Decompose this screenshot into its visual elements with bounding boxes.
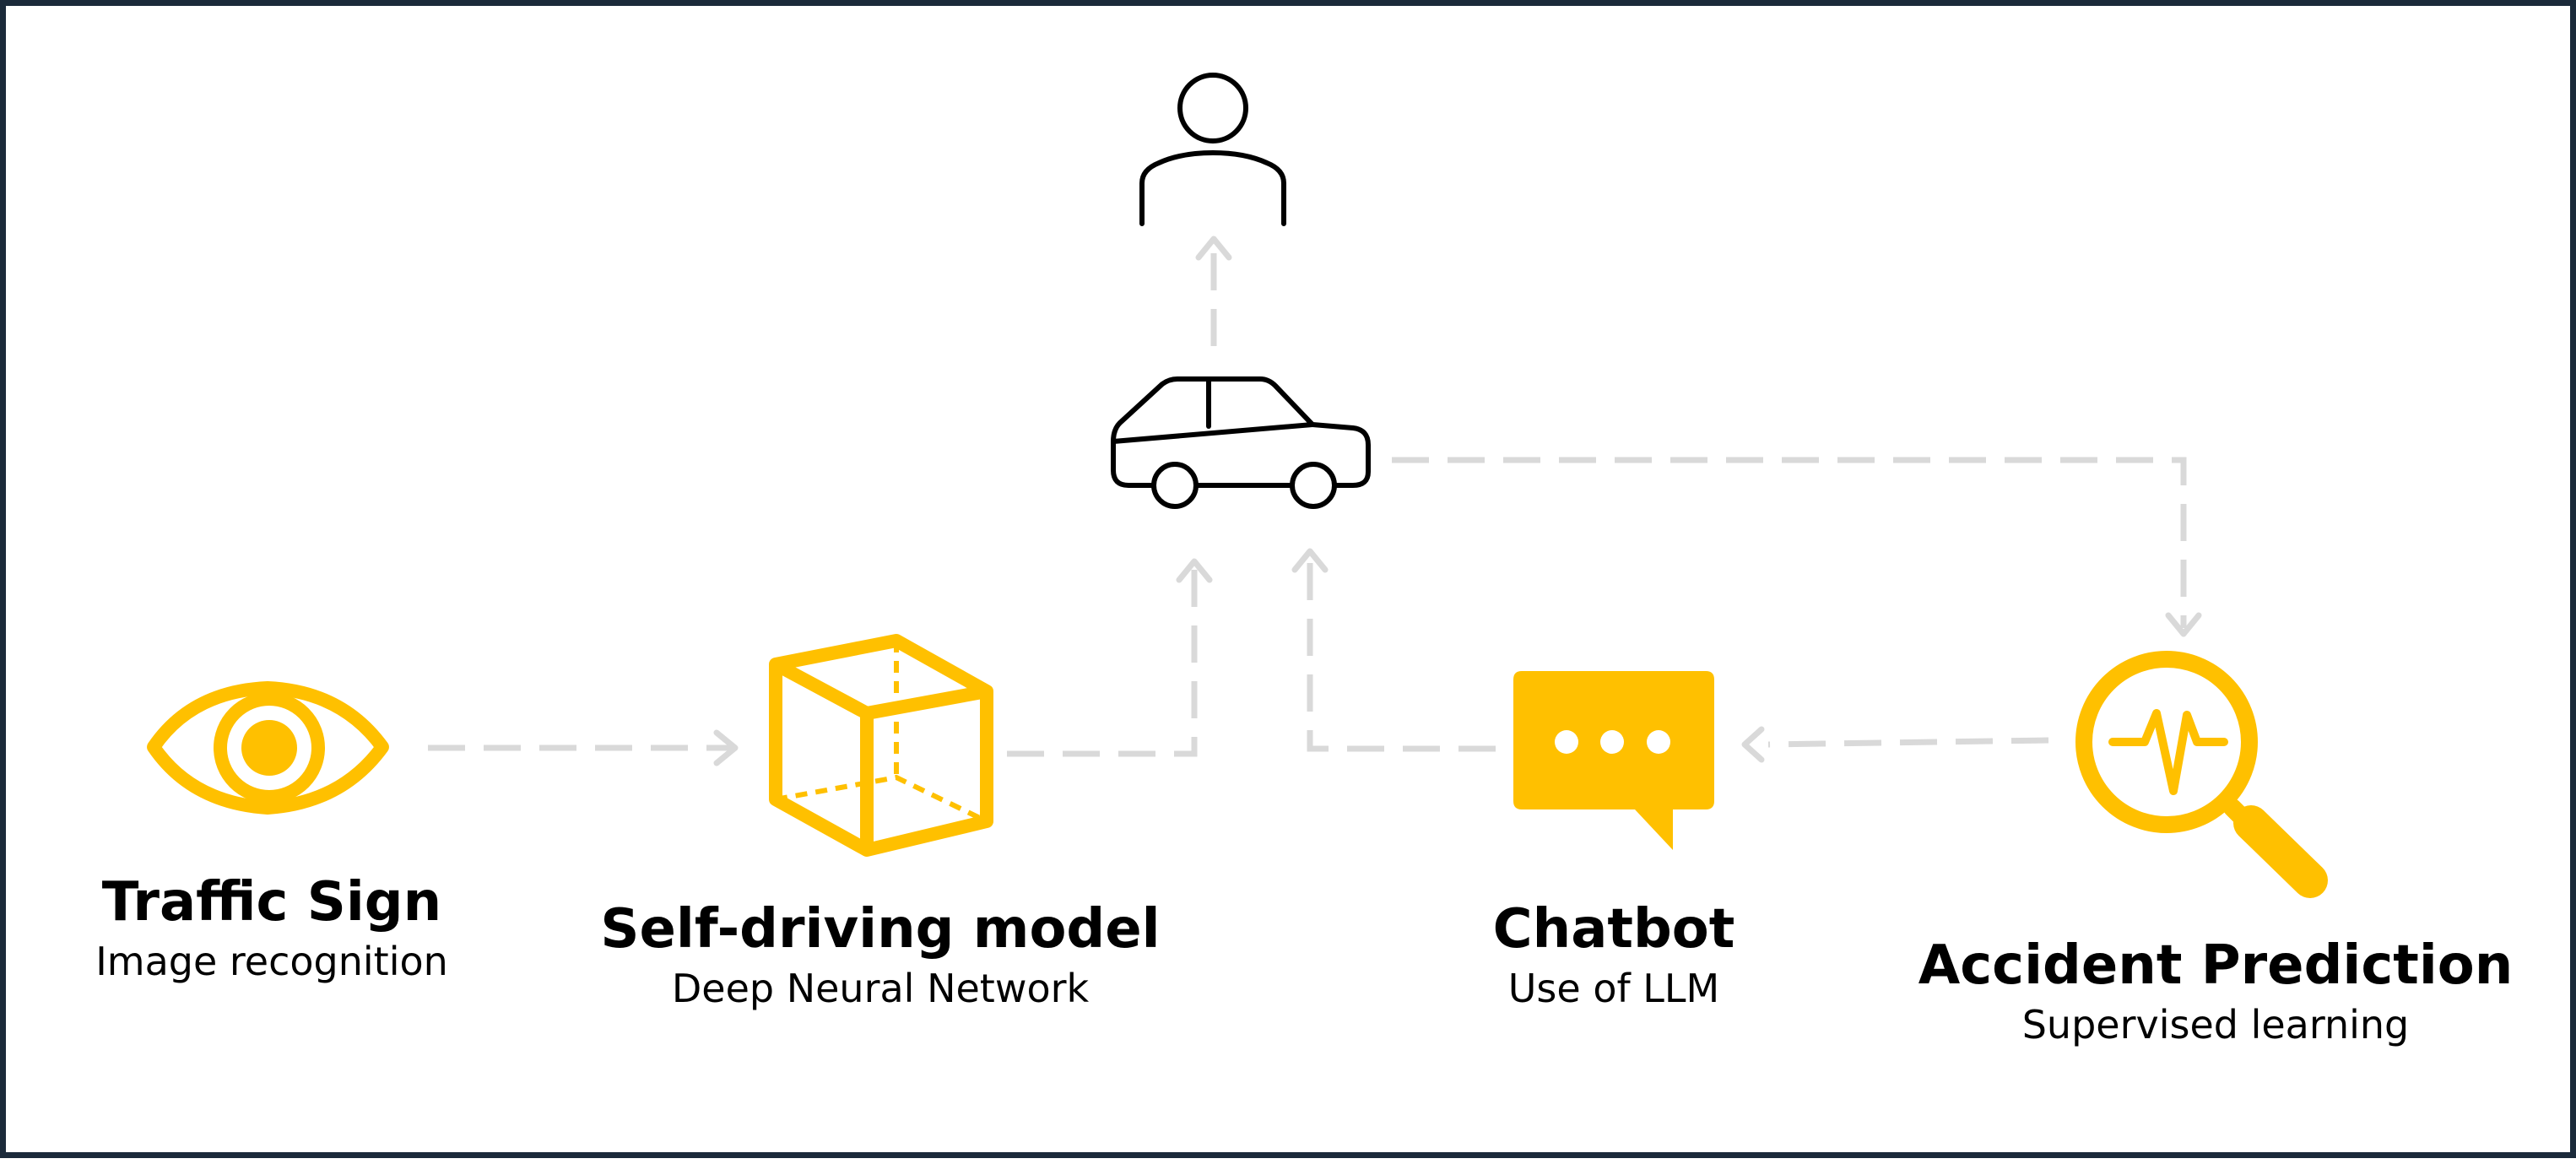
connector-chatbot-to-car xyxy=(1307,556,1496,752)
arrowhead-model-into-car xyxy=(1176,558,1213,583)
node-label-chatbot: Chatbot Use of LLM xyxy=(1493,896,1735,1015)
node-title-self-driving: Self-driving model xyxy=(600,898,1161,961)
arrowhead-into-model xyxy=(713,729,739,766)
node-label-self-driving: Self-driving model Deep Neural Network xyxy=(600,896,1160,1015)
chat-bubble-icon xyxy=(1513,671,1714,850)
node-title-chatbot: Chatbot xyxy=(1492,898,1735,961)
node-label-traffic-sign: Traffic Sign Image recognition xyxy=(95,869,448,988)
arrowhead-chatbot-into-car xyxy=(1291,548,1329,573)
node-title-accident: Accident Prediction xyxy=(1918,934,2514,997)
arrowhead-into-accident xyxy=(2165,612,2202,637)
connector-accident-to-chatbot xyxy=(1767,737,2049,748)
person-icon xyxy=(1139,73,1286,226)
magnifier-pulse-icon xyxy=(2075,651,2328,898)
node-label-accident: Accident Prediction Supervised learning xyxy=(1918,933,2514,1051)
diagram-canvas xyxy=(147,73,2328,898)
node-subtitle-accident: Supervised learning xyxy=(2021,1002,2410,1048)
car-icon xyxy=(1111,376,1371,509)
arrowhead-into-user xyxy=(1195,236,1232,261)
node-title-traffic-sign: Traffic Sign xyxy=(101,871,442,934)
node-subtitle-chatbot: Use of LLM xyxy=(1507,966,1720,1011)
eye-icon xyxy=(147,681,389,815)
node-subtitle-self-driving: Deep Neural Network xyxy=(671,966,1090,1011)
node-subtitle-traffic-sign: Image recognition xyxy=(95,939,448,984)
arrowhead-into-chatbot xyxy=(1741,726,1765,763)
connector-car-to-accident xyxy=(1392,457,2187,628)
cube-icon xyxy=(769,634,993,857)
connector-model-to-car xyxy=(1007,568,1198,757)
